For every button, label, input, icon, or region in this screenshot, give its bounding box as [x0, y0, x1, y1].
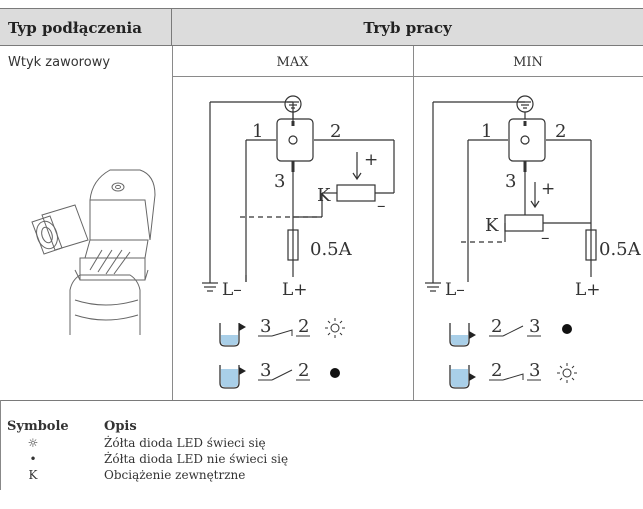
legend-head-description: Opis — [104, 419, 137, 434]
pin-2-label: 2 — [555, 121, 566, 142]
pin-3-label: 3 — [274, 171, 285, 192]
fuse-label: 0.5A — [310, 239, 353, 260]
led-off-icon — [562, 324, 572, 334]
row1-terminal-b: 2 — [298, 316, 309, 337]
legend-row-text: Obciążenie zewnętrzne — [104, 468, 246, 482]
wiring-diagram-min: 1 2 3 K + – 0.5A L– L+ 2 3 2 3 — [425, 95, 642, 389]
load-label: K — [485, 215, 499, 236]
mode-max-label: MAX — [276, 55, 309, 70]
row2-terminal-b: 2 — [298, 360, 309, 381]
switch-row-1: 3 2 — [219, 316, 345, 347]
l-plus-label: L+ — [575, 280, 601, 300]
fuse-label: 0.5A — [599, 239, 642, 260]
legend-head-symbols: Symbole — [7, 419, 69, 434]
legend-row-text: Żółta dioda LED świeci się — [104, 436, 266, 450]
l-minus-label: L– — [222, 280, 242, 300]
row-divider — [172, 76, 643, 77]
row2-terminal-a: 3 — [260, 360, 271, 381]
load-symbol: K — [28, 468, 38, 482]
mode-min-label: MIN — [513, 55, 543, 70]
header-connection-type: Typ podłączenia — [0, 8, 172, 46]
row1-terminal-a: 3 — [260, 316, 271, 337]
led-on-icon — [325, 318, 345, 338]
pin-3-label: 3 — [505, 171, 516, 192]
row2-terminal-a: 2 — [491, 360, 502, 381]
container-low-icon — [219, 323, 240, 347]
wiring-table: Typ podłączenia Tryb pracy Wtyk zaworowy… — [0, 8, 643, 401]
legend-side-rule — [0, 400, 1, 490]
container-full-icon — [219, 365, 240, 389]
container-low-icon — [449, 323, 470, 347]
valve-plug-illustration — [31, 169, 156, 335]
switch-row-2: 3 2 — [219, 360, 340, 389]
row1-terminal-a: 2 — [491, 316, 502, 337]
switch-row-2: 2 3 — [449, 360, 577, 389]
minus-label: – — [541, 228, 550, 248]
row1-terminal-b: 3 — [529, 316, 540, 337]
column-divider — [172, 46, 173, 400]
led-off-symbol-icon: • — [29, 452, 37, 466]
column-divider — [413, 46, 414, 400]
container-full-icon — [449, 365, 470, 389]
plus-label: + — [541, 179, 555, 199]
pin-1-label: 1 — [252, 121, 263, 142]
row2-terminal-b: 3 — [529, 360, 540, 381]
switch-row-1: 2 3 — [449, 316, 572, 347]
led-on-symbol-icon: ☼ — [27, 436, 39, 450]
table-bottom-border — [0, 400, 643, 401]
pin-1-label: 1 — [481, 121, 492, 142]
minus-label: – — [377, 196, 386, 216]
l-minus-label: L– — [445, 280, 465, 300]
wiring-diagram-max: 1 2 3 K + – 0.5A L– L+ 3 2 — [202, 95, 395, 389]
led-on-icon — [557, 363, 577, 383]
legend-row-text: Żółta dioda LED nie świeci się — [104, 452, 289, 466]
plus-label: + — [364, 150, 378, 170]
led-off-icon — [330, 368, 340, 378]
connection-type-label: Wtyk zaworowy — [8, 55, 111, 70]
pin-2-label: 2 — [330, 121, 341, 142]
l-plus-label: L+ — [282, 280, 308, 300]
header-operating-mode: Tryb pracy — [172, 8, 643, 46]
load-label: K — [317, 185, 331, 206]
